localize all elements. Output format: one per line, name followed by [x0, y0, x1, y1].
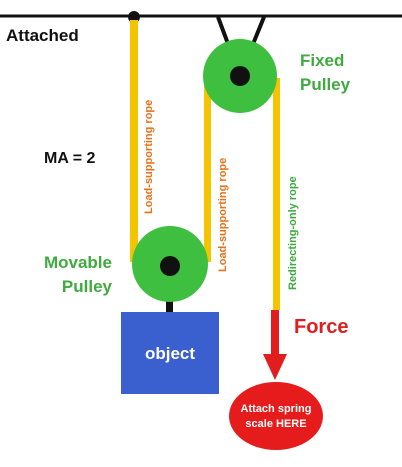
spring-scale-label-line1: Attach spring: [241, 403, 312, 415]
force-arrow-shaft: [271, 310, 279, 356]
spring-scale-marker: [229, 382, 323, 450]
rope-middle: [204, 78, 211, 262]
fixed-pulley-label-line1: Fixed: [300, 51, 344, 70]
force-label: Force: [294, 316, 348, 338]
movable-pulley-label-line1: Movable: [44, 253, 112, 272]
object-block: [121, 312, 219, 394]
movable-pulley-label-line2: Pulley: [62, 277, 113, 296]
movable-pulley-axle: [160, 256, 180, 276]
rope-right: [273, 78, 280, 310]
rope-right-label: Redirecting-only rope: [287, 176, 299, 290]
force-arrow-head: [263, 354, 287, 380]
fixed-pulley-axle: [230, 66, 250, 86]
object-label: object: [145, 344, 195, 363]
spring-scale-label-line2: scale HERE: [245, 418, 306, 430]
rope-left-label: Load-supporting rope: [143, 100, 155, 214]
rope-left: [130, 20, 138, 262]
fixed-pulley-label-line2: Pulley: [300, 75, 351, 94]
attached-label: Attached: [6, 26, 79, 45]
mechanical-advantage-label: MA = 2: [44, 150, 96, 167]
rope-middle-label: Load-supporting rope: [217, 158, 229, 272]
